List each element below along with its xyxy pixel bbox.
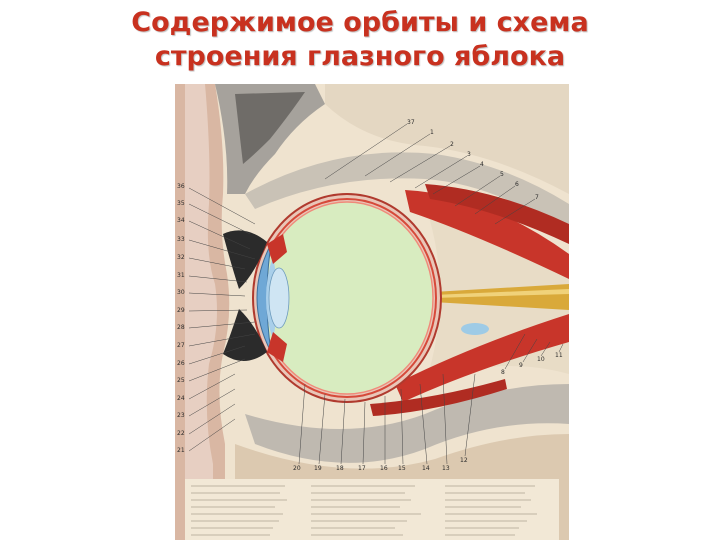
- callout-label: 31: [177, 272, 185, 279]
- callout-label: 10: [537, 356, 545, 363]
- callout-label: 25: [177, 377, 185, 384]
- eye-anatomy-poster: 37 1 2 3 4 5 6 7 36 35 34 33 32 31 30 29…: [175, 84, 569, 540]
- title-line-2: строения глазного яблока: [0, 40, 720, 74]
- callout-label: 17: [358, 465, 366, 472]
- callout-label: 22: [177, 430, 185, 437]
- callout-label: 33: [177, 236, 185, 243]
- slide-title: Содержимое орбиты и схема строения глазн…: [0, 6, 720, 74]
- callout-label: 23: [177, 412, 185, 419]
- callout-label: 1: [430, 129, 434, 136]
- legend-area: [185, 479, 559, 540]
- callout-label: 16: [380, 465, 388, 472]
- callout-label: 7: [535, 194, 539, 201]
- callout-label: 21: [177, 447, 185, 454]
- callout-label: 9: [519, 362, 523, 369]
- callout-label: 19: [314, 465, 322, 472]
- callout-label: 15: [398, 465, 406, 472]
- callout-label: 4: [480, 161, 484, 168]
- vessel-section: [461, 323, 489, 335]
- callout-label: 30: [177, 289, 185, 296]
- callout-label: 2: [450, 141, 454, 148]
- callout-label: 37: [407, 119, 415, 126]
- callout-label: 5: [500, 171, 504, 178]
- lens: [269, 268, 289, 328]
- callout-label: 18: [336, 465, 344, 472]
- callout-label: 28: [177, 324, 185, 331]
- callout-label: 8: [501, 369, 505, 376]
- callout-label: 35: [177, 200, 185, 207]
- eye-diagram: 37 1 2 3 4 5 6 7 36 35 34 33 32 31 30 29…: [175, 84, 569, 540]
- callout-label: 3: [467, 151, 471, 158]
- callout-label: 24: [177, 395, 185, 402]
- callout-label: 12: [460, 457, 468, 464]
- callout-label: 20: [293, 465, 301, 472]
- callout-label: 11: [555, 352, 563, 359]
- callout-label: 29: [177, 307, 185, 314]
- callout-label: 27: [177, 342, 185, 349]
- legend-block: [185, 479, 559, 540]
- callout-label: 6: [515, 181, 519, 188]
- callout-label: 13: [442, 465, 450, 472]
- callout-label: 34: [177, 217, 185, 224]
- callout-label: 32: [177, 254, 185, 261]
- callout-label: 14: [422, 465, 430, 472]
- callout-label: 26: [177, 360, 185, 367]
- title-line-1: Содержимое орбиты и схема: [0, 6, 720, 40]
- callout-label: 36: [177, 183, 185, 190]
